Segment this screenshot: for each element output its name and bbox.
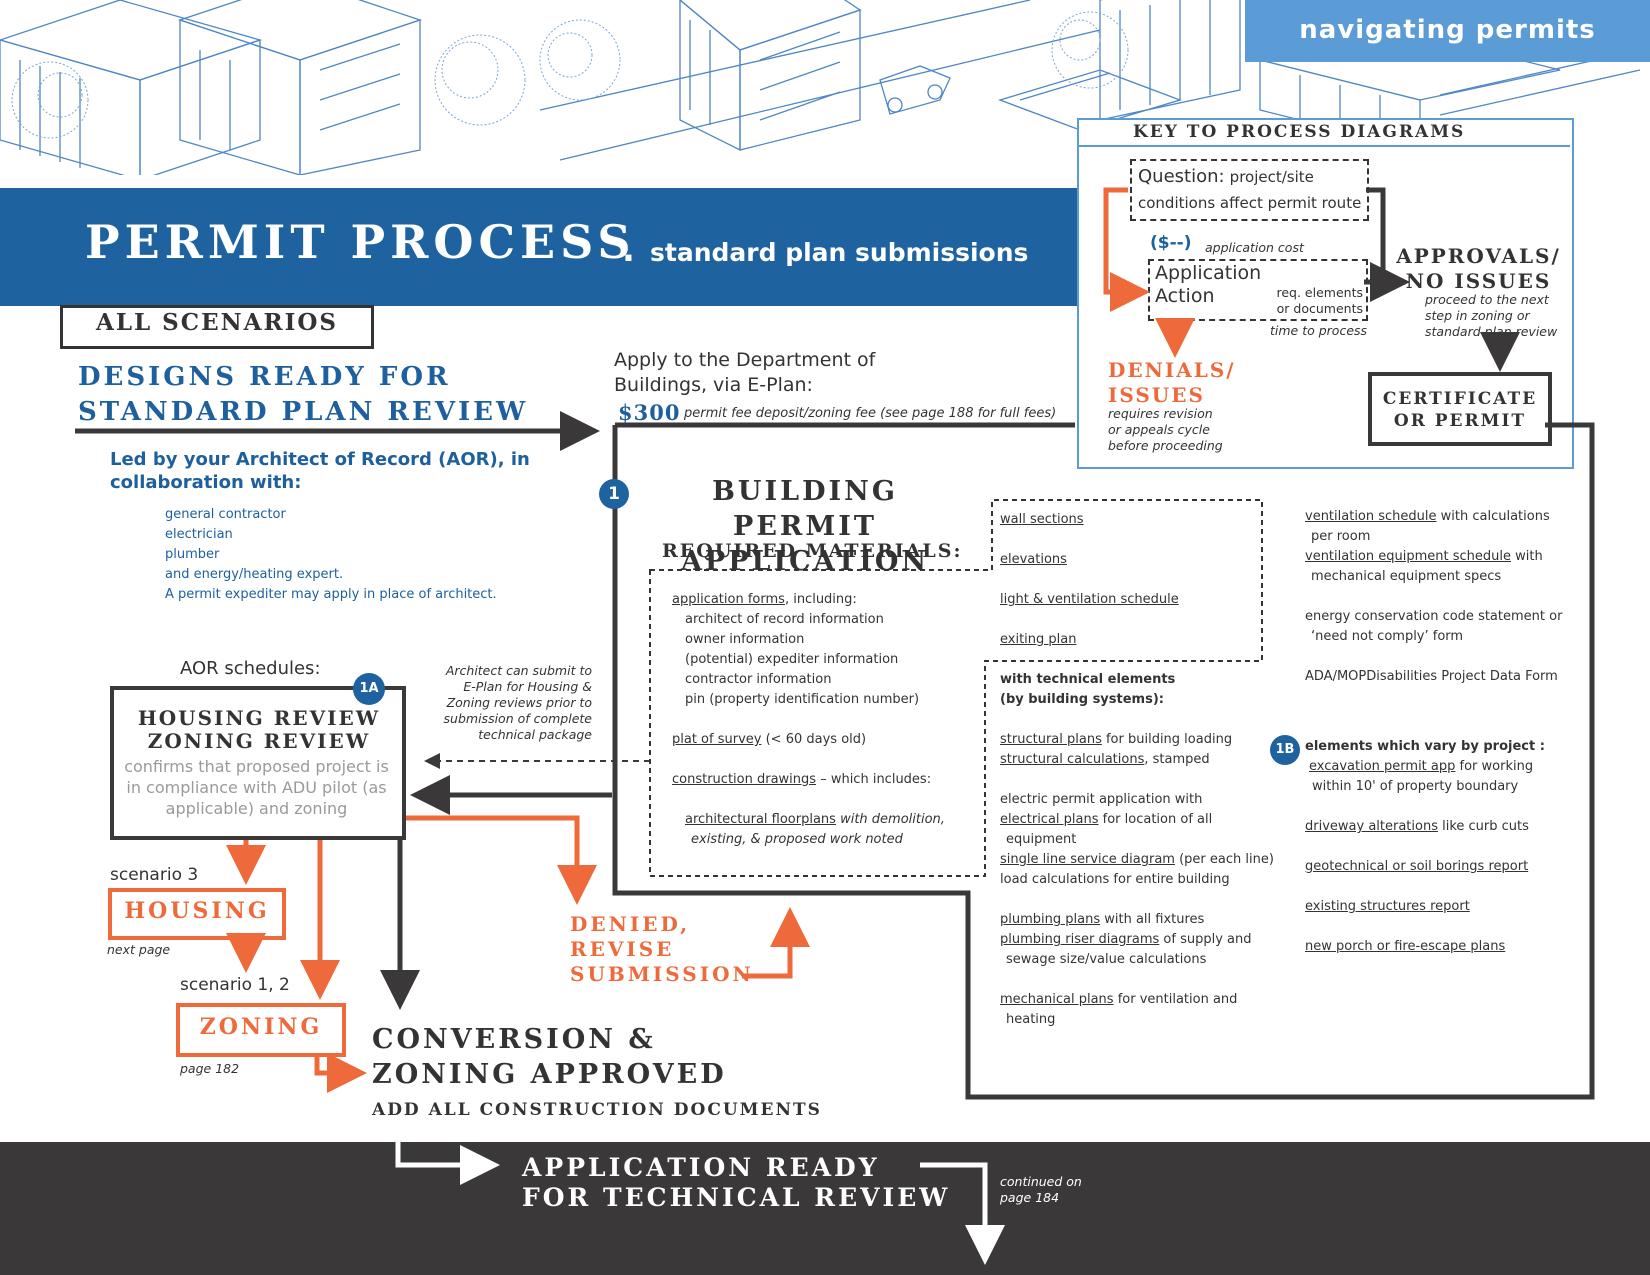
- section-tab: navigating permits: [1245, 0, 1650, 62]
- list-item: general contractor: [165, 507, 286, 522]
- housing-label: HOUSING: [124, 898, 270, 924]
- list-item: and energy/heating expert.: [165, 567, 344, 582]
- key-certificate-box: [1368, 372, 1552, 446]
- key-panel: [1077, 118, 1574, 469]
- scenario-12-label: scenario 1, 2: [180, 975, 290, 995]
- list-item: plumber: [165, 547, 220, 562]
- all-scenarios-label: ALL SCENARIOS: [95, 309, 339, 336]
- review-box: [110, 686, 406, 840]
- step-1-badge: 1: [599, 479, 629, 509]
- approved-title: CONVERSION &ZONING APPROVED: [372, 1024, 727, 1090]
- footer-band: [0, 1142, 1650, 1275]
- scenario-3-label: scenario 3: [110, 865, 199, 885]
- page-title: PERMIT PROCESS: [85, 215, 636, 269]
- collaborator-list: general contractor electrician plumber a…: [165, 505, 497, 605]
- apply-text: Apply to the Department of Buildings, vi…: [614, 349, 876, 396]
- key-time-text: time to process: [1270, 323, 1368, 338]
- aor-schedules-label: AOR schedules:: [180, 658, 321, 679]
- materials-right: ventilation schedule with calculations p…: [1305, 509, 1563, 684]
- key-approvals: APPROVALS/NO ISSUES: [1396, 244, 1561, 293]
- housing-box: [108, 888, 286, 940]
- fee-note: permit fee deposit/zoning fee (see page …: [684, 406, 1057, 421]
- list-item: A permit expediter may apply in place of…: [165, 587, 497, 602]
- key-title: KEY TO PROCESS DIAGRAMS: [1133, 122, 1466, 142]
- led-by-text: Led by your Architect of Record (AOR), i…: [110, 449, 530, 493]
- step-1a-badge: 1A: [353, 673, 385, 705]
- materials-left: application forms, including: architect …: [672, 592, 945, 847]
- zoning-label: ZONING: [199, 1014, 323, 1040]
- key-denials: DENIALS/ISSUES: [1108, 358, 1236, 407]
- materials-vary: elements which vary by project : excavat…: [1305, 739, 1545, 954]
- list-item: electrician: [165, 527, 233, 542]
- key-cost-label: application cost: [1205, 240, 1304, 255]
- key-question-text: Question: project/site conditions affect…: [1138, 166, 1362, 212]
- zoning-box: [176, 1003, 346, 1057]
- review-desc: confirms that proposed project is in com…: [124, 757, 389, 818]
- key-divider: [1077, 145, 1570, 147]
- city-illustration: [0, 0, 1650, 175]
- title-dot: .: [622, 230, 635, 270]
- materials-mid: with technical elements (by building sys…: [1000, 672, 1274, 1027]
- step-1b-badge: 1B: [1270, 735, 1300, 765]
- step-1-subtitle: REQUIRED MATERIALS:: [662, 540, 963, 562]
- page-subtitle: standard plan submissions: [650, 238, 1029, 267]
- housing-next-page: next page: [107, 942, 171, 957]
- key-cost-tag: ($--): [1150, 233, 1192, 253]
- materials-mid-top: wall sections elevations light & ventila…: [1000, 512, 1179, 647]
- all-scenarios-box: [60, 305, 374, 349]
- fee-amount: $300: [618, 400, 681, 425]
- zoning-page-ref: page 182: [180, 1061, 240, 1076]
- title-band: [0, 188, 1085, 306]
- approved-subtitle: ADD ALL CONSTRUCTION DOCUMENTS: [372, 1100, 822, 1120]
